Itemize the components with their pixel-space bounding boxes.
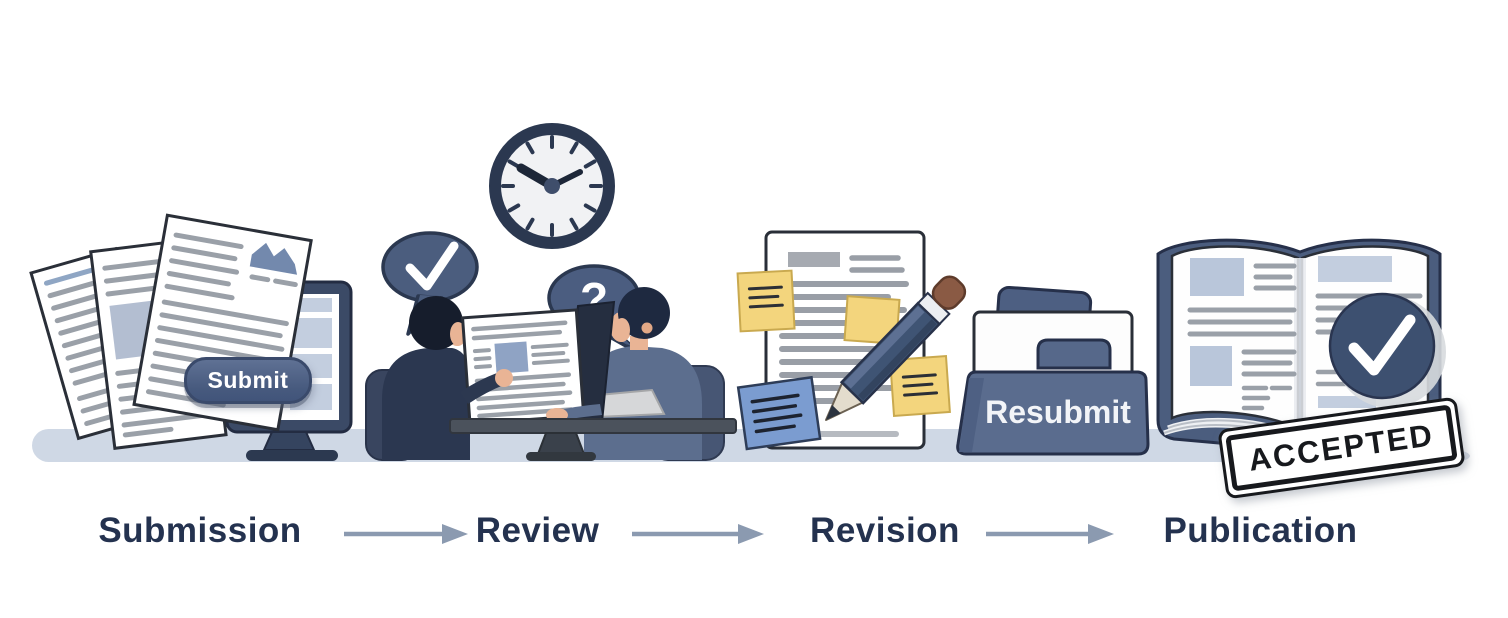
sticky-note-yellow-icon [843, 295, 901, 345]
folder-icon: Resubmit [956, 285, 1150, 456]
sticky-note-yellow-icon [889, 355, 951, 417]
shared-document-icon [460, 300, 616, 426]
flow-step-revision: Revision [810, 511, 960, 550]
wall-clock-icon [489, 123, 615, 249]
left-page-content [1187, 258, 1297, 411]
sticky-note-blue-icon [736, 375, 822, 451]
right-arrow-icon [632, 524, 764, 544]
publication-stage-illustration [1156, 238, 1470, 467]
table [449, 418, 737, 461]
document-stack-icon [29, 213, 313, 450]
pencil-icon [825, 275, 967, 421]
chart-thumbnail-icon [249, 242, 298, 275]
flow-step-publication: Publication [1163, 511, 1358, 550]
flow-step-submission: Submission [98, 511, 302, 550]
sticky-note-yellow-icon [736, 269, 796, 333]
flow-step-review: Review [475, 511, 600, 550]
submit-button: Submit [184, 357, 312, 404]
right-arrow-icon [986, 524, 1114, 544]
folder-label: Resubmit [985, 394, 1131, 430]
review-stage-illustration: ? [365, 123, 737, 461]
checkmark-icon [405, 241, 459, 291]
left-reviewer [382, 296, 471, 460]
submission-stage-illustration [29, 213, 353, 461]
revision-stage-illustration: Resubmit [736, 230, 1150, 456]
right-arrow-icon [344, 524, 468, 544]
open-book-icon [1156, 238, 1446, 452]
checkmark-badge-icon [1328, 292, 1446, 408]
